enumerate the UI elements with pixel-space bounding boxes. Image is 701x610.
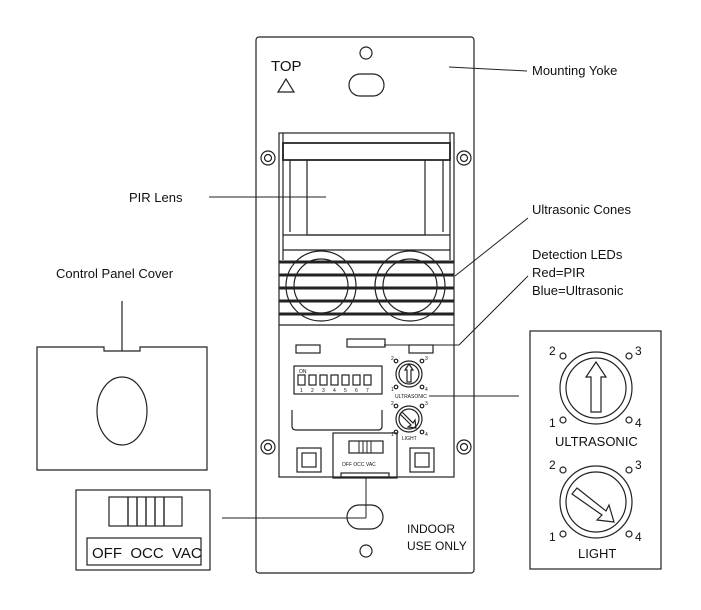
top-slot bbox=[348, 73, 385, 97]
mode-switch-detail bbox=[75, 489, 211, 571]
dip-number: 7 bbox=[366, 388, 369, 394]
top-triangle-icon bbox=[276, 77, 296, 93]
ultrasonic-dial-large bbox=[559, 351, 633, 425]
detection-led bbox=[295, 344, 321, 354]
dip-number: 2 bbox=[311, 388, 314, 394]
ultrasonic-small-mark: 3 bbox=[425, 356, 428, 362]
detail-ultrasonic-mark: 2 bbox=[549, 344, 556, 358]
side-screw-icon bbox=[456, 150, 472, 166]
dip-number: 5 bbox=[344, 388, 347, 394]
top-label: TOP bbox=[271, 58, 302, 75]
detail-ultrasonic-mark: 1 bbox=[549, 416, 556, 430]
ultrasonic-small-label: ULTRASONIC bbox=[395, 394, 427, 400]
top-screw-hole bbox=[359, 46, 373, 60]
light-small-mark: 2 bbox=[391, 401, 394, 407]
ultrasonic-small-mark: 1 bbox=[391, 387, 394, 393]
detail-ultrasonic-mark: 4 bbox=[635, 416, 642, 430]
mounting-yoke-plate bbox=[255, 36, 475, 574]
light-dial-small[interactable] bbox=[393, 403, 425, 435]
ultrasonic-small-mark: 2 bbox=[391, 356, 394, 362]
sensor-body bbox=[278, 132, 455, 478]
side-screw-icon bbox=[260, 439, 276, 455]
test-button[interactable] bbox=[409, 447, 435, 473]
ultrasonic-dial-small[interactable] bbox=[393, 358, 425, 390]
detail-light-mark: 3 bbox=[635, 458, 642, 472]
side-screw-icon bbox=[260, 150, 276, 166]
light-small-mark: 1 bbox=[391, 432, 394, 438]
bottom-slot bbox=[346, 504, 384, 530]
cover-window bbox=[96, 376, 148, 446]
leader-detection-leds bbox=[458, 275, 529, 346]
dip-switch-toggles bbox=[297, 374, 372, 386]
dial-detail-panel bbox=[529, 330, 662, 570]
detail-light-mark: 1 bbox=[549, 530, 556, 544]
control-panel-cover-label: Control Panel Cover bbox=[56, 266, 174, 281]
leader-mounting-yoke bbox=[448, 66, 528, 72]
light-small-label: LIGHT bbox=[402, 436, 417, 442]
light-small-mark: 4 bbox=[425, 432, 428, 438]
indoor-label: INDOOR bbox=[407, 522, 455, 536]
dip-switch[interactable] bbox=[293, 365, 383, 395]
dip-number: 4 bbox=[333, 388, 336, 394]
light-small-mark: 3 bbox=[425, 401, 428, 407]
detection-leds-label: Detection LEDs bbox=[532, 247, 623, 262]
detection-led bbox=[346, 338, 386, 348]
detail-ultrasonic-label: ULTRASONIC bbox=[555, 434, 638, 449]
mode-switch-large-label: OFF OCC VAC bbox=[92, 545, 202, 562]
dip-number: 1 bbox=[300, 388, 303, 394]
detail-light-mark: 2 bbox=[549, 458, 556, 472]
ultrasonic-small-mark: 4 bbox=[425, 387, 428, 393]
detection-led bbox=[408, 344, 434, 354]
mode-switch-small-label: OFF OCC VAC bbox=[342, 462, 376, 468]
side-screw-icon bbox=[456, 439, 472, 455]
bottom-screw-hole bbox=[359, 544, 373, 558]
dip-number: 6 bbox=[355, 388, 358, 394]
mounting-yoke-label: Mounting Yoke bbox=[532, 63, 617, 78]
control-panel-cover bbox=[36, 346, 208, 471]
detail-ultrasonic-mark: 3 bbox=[635, 344, 642, 358]
detail-light-mark: 4 bbox=[635, 530, 642, 544]
dip-on-label: ON bbox=[299, 369, 307, 375]
pir-lens-label: PIR Lens bbox=[129, 190, 183, 205]
mode-switch-small[interactable] bbox=[332, 432, 398, 479]
detail-light-label: LIGHT bbox=[578, 546, 616, 561]
use-only-label: USE ONLY bbox=[407, 539, 467, 553]
blue-ultrasonic-label: Blue=Ultrasonic bbox=[532, 283, 624, 298]
leader-ultrasonic-cones bbox=[454, 217, 529, 277]
ultrasonic-cones-label: Ultrasonic Cones bbox=[532, 202, 631, 217]
dip-number: 3 bbox=[322, 388, 325, 394]
test-button[interactable] bbox=[296, 447, 322, 473]
red-pir-label: Red=PIR bbox=[532, 265, 585, 280]
light-dial-large bbox=[559, 465, 633, 539]
